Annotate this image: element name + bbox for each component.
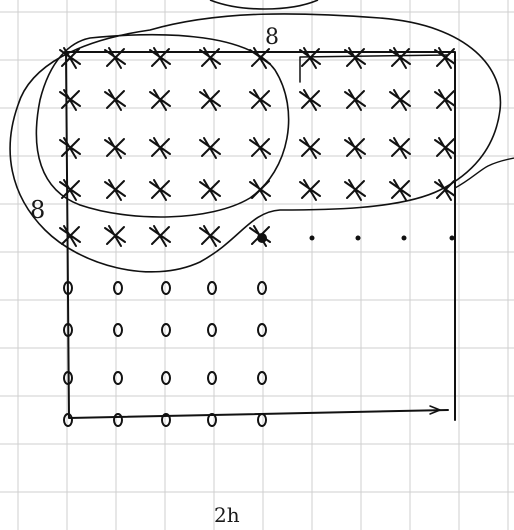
stitch-scribble	[60, 226, 80, 246]
stitch-scribble	[150, 90, 170, 110]
stitch-scribble	[105, 226, 125, 246]
dot-stitch	[257, 233, 267, 243]
stitch-scribble	[250, 90, 270, 110]
left-number-label: 8	[30, 196, 45, 224]
dot-stitch	[450, 236, 455, 241]
oval-stitch	[162, 372, 170, 384]
right-squiggle	[455, 158, 514, 188]
stitch-scribble	[435, 180, 455, 200]
oval-stitch	[258, 282, 266, 294]
stitch-scribble	[150, 180, 170, 200]
stitch-scribble	[250, 180, 270, 200]
oval-stitch	[208, 324, 216, 336]
stitch-scribble	[300, 180, 320, 200]
oval-stitch	[258, 414, 266, 426]
dot-stitch	[310, 236, 315, 241]
stitch-scribble	[200, 138, 220, 158]
stitch-scribble	[300, 138, 320, 158]
oval-stitch	[114, 414, 122, 426]
stitch-scribble	[300, 90, 320, 110]
stitch-scribble	[105, 180, 125, 200]
stitch-scribble	[200, 90, 220, 110]
dot-row	[257, 233, 455, 243]
oval-stitch	[208, 372, 216, 384]
stitch-scribble	[345, 90, 365, 110]
stitch-scribble	[200, 226, 220, 246]
oval-stitch	[162, 282, 170, 294]
oval-stitch	[114, 372, 122, 384]
stitch-scribble	[150, 138, 170, 158]
stitch-scribble	[105, 90, 125, 110]
stitch-scribble	[390, 90, 410, 110]
bottom-mark-label: 2h	[214, 503, 240, 527]
stitch-scribble	[345, 138, 365, 158]
stitch-scribble	[435, 138, 455, 158]
oval-stitch	[258, 324, 266, 336]
stitch-scribble-region	[60, 48, 455, 246]
stitch-scribble	[105, 138, 125, 158]
stitch-scribble	[150, 226, 170, 246]
oval-stitch	[114, 282, 122, 294]
stitch-scribble	[345, 180, 365, 200]
stitch-scribble	[60, 180, 80, 200]
stitch-scribble	[435, 90, 455, 110]
stitch-scribble	[390, 180, 410, 200]
oval-stitch	[162, 324, 170, 336]
stitch-scribble	[390, 138, 410, 158]
dot-stitch	[356, 236, 361, 241]
stitch-scribble	[250, 138, 270, 158]
dot-stitch	[402, 236, 407, 241]
oval-stitch	[208, 282, 216, 294]
stitch-scribble	[60, 138, 80, 158]
stitch-scribble	[200, 180, 220, 200]
oval-stitch	[114, 324, 122, 336]
top-arc	[210, 0, 318, 9]
stitch-scribble	[60, 90, 80, 110]
top-number-label: 8	[265, 25, 279, 50]
oval-stitch	[258, 372, 266, 384]
